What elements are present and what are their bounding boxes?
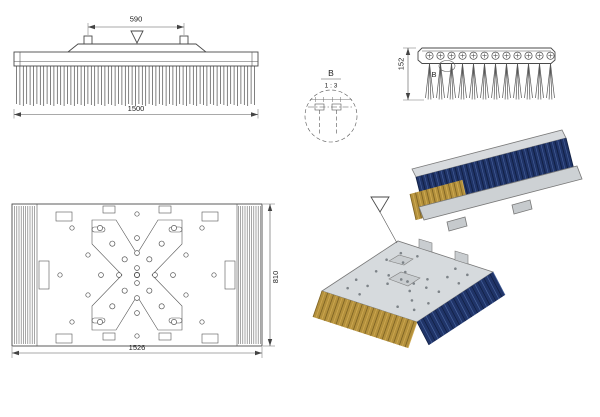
iso1-foot-left [446,216,468,232]
front-left-lug [83,35,93,45]
plan-tab-top-right [201,211,219,222]
iso2-navy-bristle-field [417,272,505,345]
iso2-gold-bristle-field [313,291,417,348]
plan-tab-top-1 [102,205,116,214]
dim-1500: 1500 [128,104,145,113]
detail-scale: 1 : 3 [325,83,338,90]
front-bottom-dimension: 1500 [13,104,259,119]
iso2-annotation-triangle-icon [370,196,390,213]
detail-boundary-circle [304,89,358,143]
plan-height-dimension: 810 [263,203,280,347]
iso2-mount-tab-2 [454,250,469,265]
plan-tab-left-mid [38,260,50,290]
detail-callout-label: B [431,70,436,79]
front-top-dimension: 590 [87,15,185,35]
dim-1526: 1526 [129,343,146,352]
plan-view: 1526 810 [11,203,280,358]
end-tuft-holders [425,51,555,60]
iso2-mount-tab-1 [418,238,433,253]
end-height-dimension: 152 [397,47,424,101]
end-view: 152 B [397,47,556,101]
iso1-base-frame [418,165,583,221]
detail-view: B 1 : 3 [304,68,358,143]
front-bristles [16,66,255,106]
plan-tab-top-left [55,211,73,222]
iso2-navy-bristle-texture [416,271,506,346]
front-mount-plate [66,43,208,53]
iso-view-top [409,129,583,232]
iso2-boss-1 [388,271,421,287]
front-view: 590 1500 [13,15,259,119]
plan-bristle-bands [14,206,261,344]
plan-tab-bottom-left [55,333,73,344]
plan-hole-pattern [57,211,217,339]
iso2-gold-bristle-texture [312,290,418,349]
iso2-boss-2 [388,254,414,266]
iso1-foot-right [511,199,533,215]
dim-152: 152 [397,58,406,71]
iso2-hole-pattern [346,251,469,312]
front-brush-bar [13,51,259,67]
detail-callout-circle [438,60,456,72]
plan-tab-bottom-2 [158,332,172,341]
detail-label: B [328,68,334,78]
plan-tab-right-mid [224,260,236,290]
plan-center-bracket-outline [91,219,183,331]
plan-tab-top-2 [158,205,172,214]
dim-810: 810 [271,271,280,284]
end-bristle-tufts [425,63,555,100]
front-annotation-triangle-icon [130,30,144,45]
plan-tab-bottom-right [201,333,219,344]
plan-width-dimension: 1526 [11,343,263,358]
plan-tab-bottom-1 [102,332,116,341]
front-right-lug [179,35,189,45]
iso-view-bottom [312,196,506,349]
dim-590: 590 [130,15,143,24]
iso2-annotation-leader [379,211,398,244]
